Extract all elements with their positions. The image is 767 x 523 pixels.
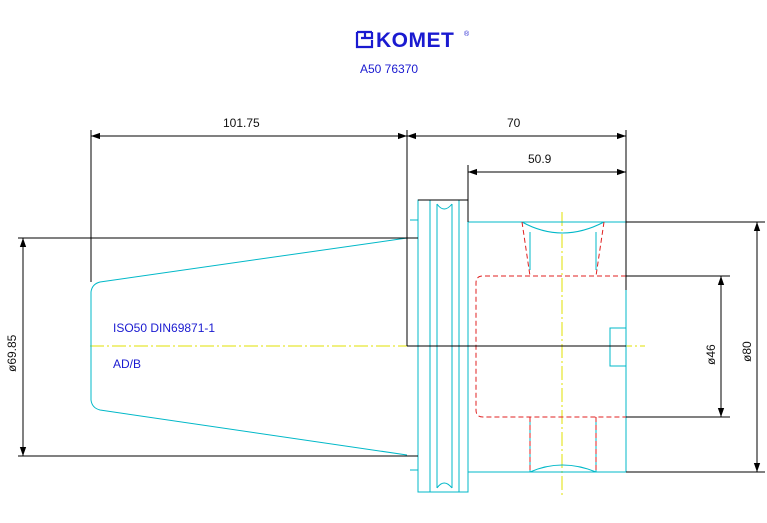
article-number: A50 76370	[360, 62, 418, 76]
logo-wordmark: KOMET	[376, 29, 454, 52]
dim-body-length: 70	[507, 116, 521, 130]
dim-bore-diameter: ø46	[704, 344, 718, 365]
dim-bore-depth: 50.9	[528, 152, 552, 166]
coolant-form-label: AD/B	[113, 357, 141, 371]
tool-body	[468, 221, 627, 473]
dimension-lines	[19, 132, 761, 472]
outline	[18, 130, 765, 473]
logo-mark-icon	[355, 30, 374, 49]
hidden-bore	[475, 221, 626, 472]
dim-shank-length: 101.75	[223, 116, 260, 130]
taper-shank	[90, 237, 408, 456]
dim-outer-diameter: ø80	[740, 341, 754, 362]
logo-trademark: ®	[464, 30, 470, 38]
dim-taper-diameter: ø69.85	[5, 334, 19, 372]
komet-logo: KOMET ®	[355, 29, 470, 52]
taper-standard-label: ISO50 DIN69871-1	[113, 321, 215, 335]
